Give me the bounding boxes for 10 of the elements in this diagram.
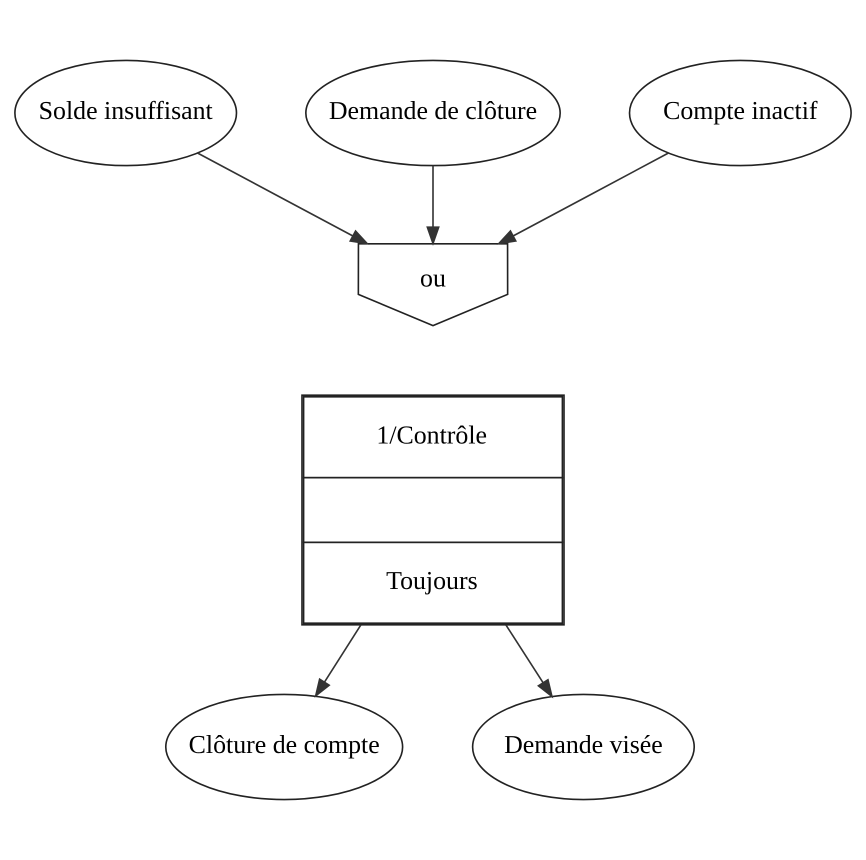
- arrow: [314, 624, 362, 698]
- arrow: [197, 152, 370, 245]
- node-ellipse: Solde insuffisant: [14, 60, 238, 166]
- node-ellipse: Clôture de compte: [164, 694, 404, 800]
- node-ellipse: Demande visée: [472, 694, 696, 800]
- arrow: [496, 152, 669, 245]
- node-ellipse: Compte inactif: [628, 60, 852, 166]
- arrow: [426, 166, 440, 246]
- arrow: [505, 624, 554, 698]
- node-ellipse: Demande de clôture: [305, 60, 561, 166]
